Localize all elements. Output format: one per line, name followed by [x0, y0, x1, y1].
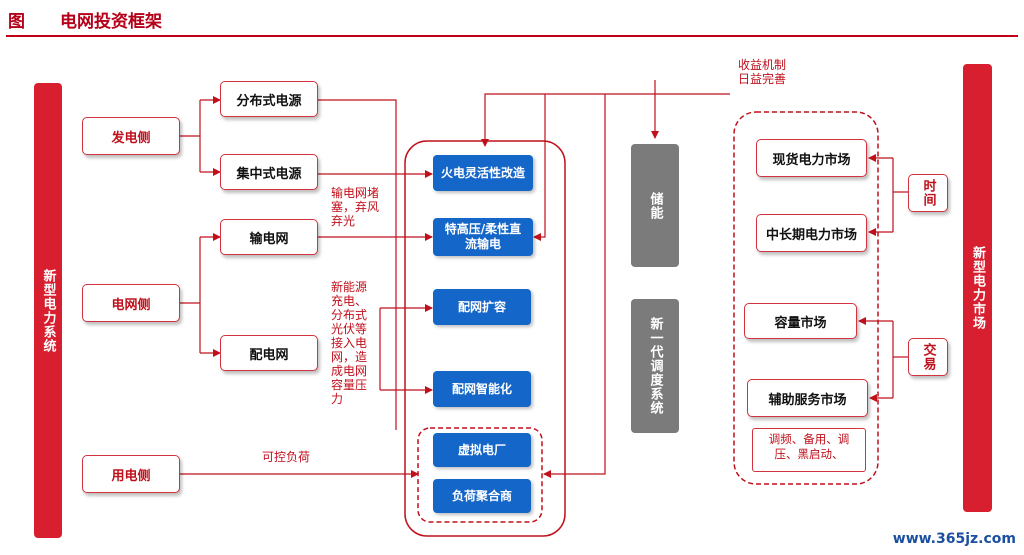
new-energy-note: 新能源充电、分布式光伏等接入电网，造成电网容量压力: [331, 280, 368, 406]
figure-title: 电网投资框架: [60, 12, 162, 32]
title-divider: [6, 35, 1018, 37]
ancillary-market-box: 辅助服务市场: [747, 379, 868, 417]
spot-market-box: 现货电力市场: [756, 139, 867, 177]
trade-dimension-label: 交易: [920, 343, 936, 371]
revenue-note: 收益机制日益完善: [737, 58, 786, 86]
centralized-power-box: 集中式电源: [220, 154, 318, 190]
thermal-flex-retrofit-box: 火电灵活性改造: [433, 155, 533, 191]
new-power-market-label: 新型电力市场: [970, 246, 985, 330]
capacity-market-box: 容量市场: [744, 303, 857, 339]
energy-storage-label: 储能: [647, 191, 663, 220]
market-container: [733, 111, 879, 485]
dispatch-system-bar: 新一代调度系统: [631, 299, 679, 433]
ancillary-services-note: 调频、备用、调压、黑启动、: [752, 428, 866, 472]
distribution-grid-box: 配电网: [220, 335, 318, 371]
consumption-side-box: 用电侧: [82, 455, 180, 493]
load-aggregator-box: 负荷聚合商: [433, 479, 531, 513]
curtailment-note: 输电网堵塞，弃风弃光: [331, 186, 380, 228]
new-power-system-bar: 新型电力系统: [34, 83, 62, 538]
distribution-smart-box: 配网智能化: [433, 371, 531, 407]
figure-label: 图: [8, 12, 25, 32]
controllable-load-note: 可控负荷: [262, 450, 311, 464]
trade-dimension-box: 交易: [908, 338, 948, 376]
long-term-market-box: 中长期电力市场: [756, 214, 867, 252]
new-power-system-label: 新型电力系统: [40, 268, 56, 353]
new-power-market-bar: 新型电力市场: [963, 64, 992, 512]
transmission-grid-box: 输电网: [220, 219, 318, 255]
uhv-transmission-box: 特高压/柔性直流输电: [433, 218, 533, 256]
energy-storage-bar: 储能: [631, 144, 679, 267]
dispatch-system-label: 新一代调度系统: [647, 317, 663, 415]
distribution-expansion-box: 配网扩容: [433, 289, 531, 325]
generation-side-box: 发电侧: [82, 117, 180, 155]
watermark: www.365jz.com: [892, 531, 1016, 547]
grid-side-box: 电网侧: [82, 284, 180, 322]
virtual-power-plant-box: 虚拟电厂: [433, 433, 531, 467]
time-dimension-box: 时间: [908, 174, 948, 212]
projects-container: [404, 140, 566, 537]
distributed-power-box: 分布式电源: [220, 81, 318, 117]
time-dimension-label: 时间: [920, 179, 936, 207]
